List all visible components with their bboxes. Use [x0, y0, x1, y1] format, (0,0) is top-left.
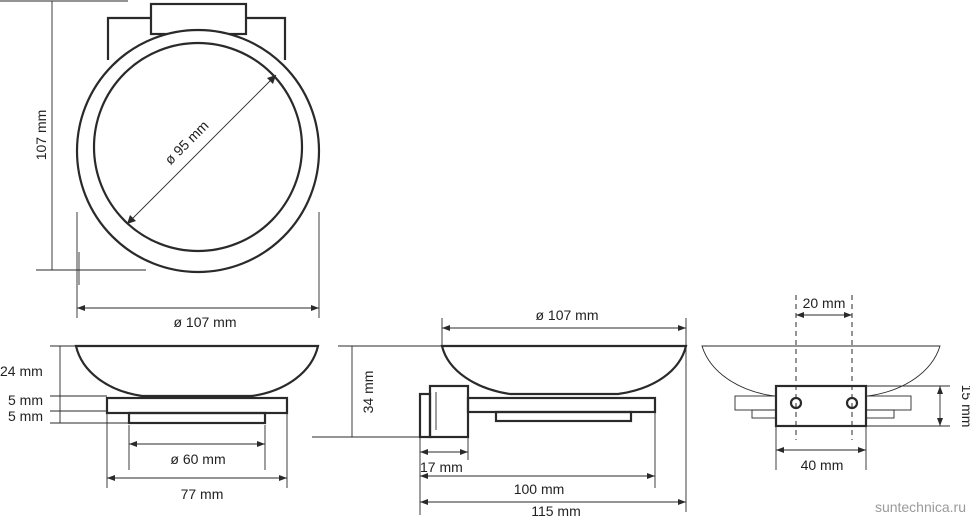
side-wall-offset-label: 17 mm: [420, 459, 463, 475]
side-depth-100-label: 100 mm: [514, 481, 565, 497]
side-wall-plate: [418, 392, 432, 439]
arrow-head: [267, 75, 276, 84]
side-height-label: 34 mm: [360, 371, 376, 414]
arrow-head: [127, 215, 136, 224]
arrow-head: [937, 386, 943, 426]
side-bowl: [440, 344, 688, 396]
side-arm: [466, 396, 657, 414]
front-base-plate: [105, 396, 289, 415]
front-gap-1-label: 5 mm: [8, 392, 43, 408]
back-plate-height-label: 15 mm: [959, 385, 970, 428]
top-bracket-body: [106, 16, 287, 60]
front-gap-2-label: 5 mm: [8, 408, 43, 424]
side-depth-115-label: 115 mm: [531, 503, 581, 518]
inner-diameter-line: [126, 74, 277, 225]
front-bowl: [74, 344, 320, 398]
front-inner-plate: [127, 411, 267, 425]
back-screw-spacing-label: 20 mm: [803, 295, 846, 311]
inner-bowl: [92, 41, 304, 253]
top-height-label: 107 mm: [33, 110, 49, 161]
top-width-label: ø 107 mm: [173, 314, 236, 330]
back-view: 20 mm 40 mm 15 mm: [701, 295, 970, 473]
side-tray: [494, 410, 633, 423]
side-bowl-diameter-label: ø 107 mm: [535, 307, 598, 323]
watermark: suntechnica.ru: [875, 499, 966, 515]
back-plate-width-label: 40 mm: [801, 457, 844, 473]
front-base-width-label: 77 mm: [181, 486, 224, 502]
front-bowl-height-label: 24 mm: [0, 363, 43, 379]
front-inner-width-label: ø 60 mm: [170, 451, 225, 467]
top-view: ø 95 mm 107 mm ø 107 mm: [0, 0, 321, 330]
front-view: 24 mm 5 mm 5 mm ø 60 mm 77 mm: [0, 344, 320, 502]
side-view: 34 mm ø 107 mm 17 mm 100 mm 115 mm: [312, 307, 688, 518]
